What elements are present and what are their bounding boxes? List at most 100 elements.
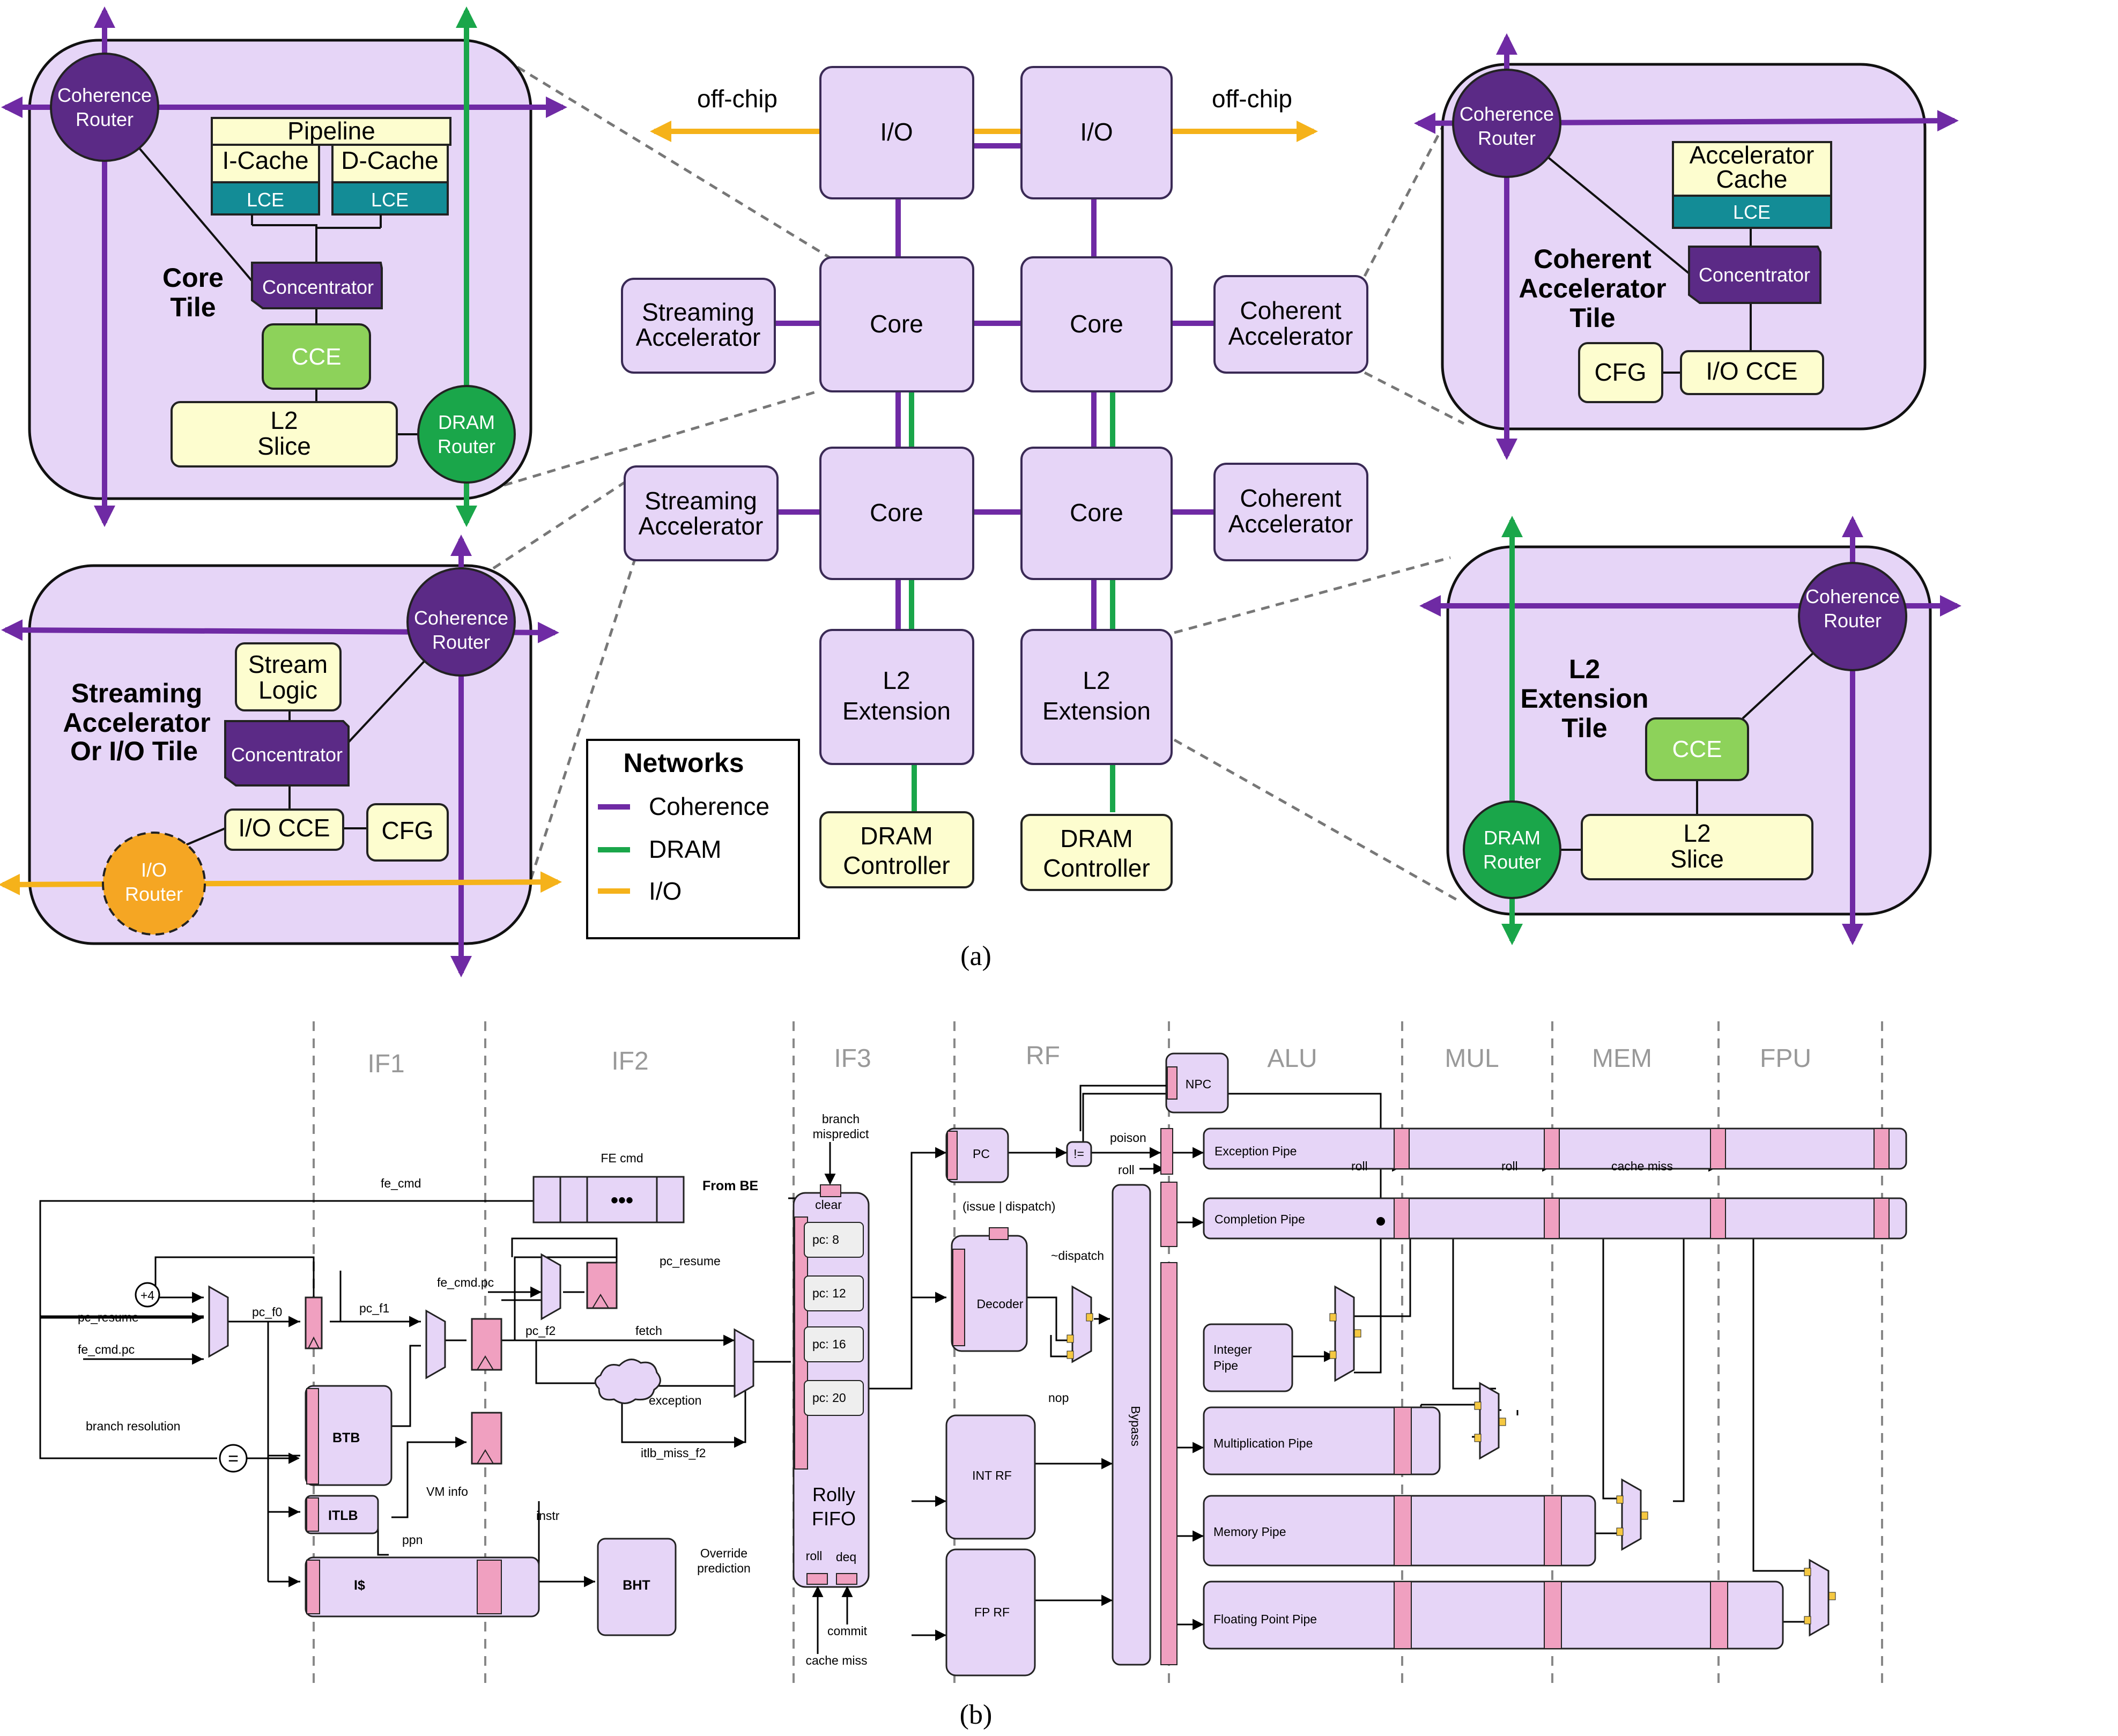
override-label: Override (700, 1546, 747, 1560)
stage-title: RF (1026, 1042, 1060, 1070)
fifo-entry: pc: 16 (812, 1337, 846, 1351)
stage-title: MUL (1445, 1044, 1499, 1073)
stage-title: IF1 (367, 1050, 404, 1078)
accel-cache-label: Cache (1716, 165, 1788, 193)
streaming-accel-label: Streaming (642, 298, 754, 326)
dcache-label: D-Cache (341, 146, 439, 174)
cce-label: CCE (1672, 736, 1722, 762)
io-block-right (1020, 66, 1173, 199)
core-label: Core (1070, 310, 1123, 338)
tile-title: Tile (170, 292, 216, 322)
deq-label: deq (836, 1550, 856, 1564)
io-label: I/O (880, 118, 913, 146)
dram-router-label: Router (438, 435, 495, 457)
io-router-label: Router (125, 883, 183, 905)
completion-pipe-label: Completion Pipe (1214, 1212, 1305, 1226)
integer-pipe-label: Pipe (1213, 1359, 1238, 1373)
concentrator-label: Concentrator (262, 276, 374, 298)
decoder-label: Decoder (977, 1297, 1024, 1311)
l2-extension-block (819, 629, 974, 765)
stream-logic-label: Logic (258, 676, 317, 704)
l2-ext-label: L2 (883, 666, 910, 694)
coherent-accel-block (1213, 275, 1368, 374)
coherent-accelerator-tile: Coherence Router Accelerator Cache LCE C… (1414, 33, 1959, 460)
legend-item: DRAM (649, 835, 721, 863)
tile-title: Tile (1569, 303, 1615, 333)
dram-ctrl-label: Controller (843, 851, 950, 879)
core-block (819, 447, 974, 580)
cfg-label: CFG (1594, 358, 1646, 386)
itlb-miss-label: itlb_miss_f2 (641, 1446, 706, 1460)
lce-label: LCE (247, 189, 284, 211)
coherent-accel-label: Coherent (1240, 484, 1341, 512)
fifo-entry: pc: 8 (812, 1233, 839, 1247)
fe-cmd-label: FE cmd (601, 1151, 643, 1165)
core-block (819, 256, 974, 392)
from-be-label: From BE (702, 1178, 758, 1193)
if2-logic: fe_cmd.pc pc_resume pc_f2 fetch exceptio… (437, 1237, 754, 1636)
legend-item: I/O (649, 877, 682, 905)
streaming-accel-label: Streaming (645, 487, 757, 515)
stage-title: MEM (1592, 1044, 1652, 1073)
tile-title: Tile (1561, 713, 1607, 743)
concentrator-label: Concentrator (231, 744, 343, 766)
center-blocks: off-chip off-chip I/O I/O Core Core Core… (621, 66, 1368, 891)
pc-label: PC (973, 1147, 990, 1161)
branch-mispredict-label: branch (822, 1112, 860, 1126)
tile-title: Extension (1521, 684, 1649, 714)
cache-miss-label: cache miss (805, 1653, 867, 1667)
bht-label: BHT (623, 1578, 650, 1593)
coherent-accel-label: Accelerator (1228, 510, 1353, 538)
io-label: I/O (1080, 118, 1113, 146)
fe-cmd-pc-label: fe_cmd.pc (78, 1342, 135, 1356)
pc-f1-label: pc_f1 (359, 1301, 389, 1315)
pc-resume-label: pc_resume (78, 1310, 139, 1324)
bypass-label: Bypass (1129, 1406, 1143, 1446)
streaming-accel-block (621, 278, 776, 374)
tile-title: Or I/O Tile (70, 736, 198, 766)
pipeline-label: Pipeline (287, 117, 375, 145)
router-label: Coherence (414, 607, 508, 629)
accel-cache-label: Accelerator (1690, 141, 1815, 169)
l2-slice-label: Slice (1670, 845, 1724, 873)
fetch-label: fetch (635, 1324, 662, 1338)
router-label: Coherence (1460, 103, 1554, 125)
dram-router-label: DRAM (1484, 827, 1541, 849)
router-label: Coherence (57, 84, 152, 106)
fifo-entry: pc: 12 (812, 1286, 846, 1300)
legend-item: Coherence (649, 792, 769, 820)
rolly-fifo: branch mispredict clear pc: 8 pc: 12 pc:… (793, 1112, 870, 1667)
caption-b: (b) (960, 1700, 993, 1730)
router-label: Router (76, 108, 134, 130)
stage-title: IF3 (834, 1044, 871, 1073)
override-label: prediction (697, 1561, 751, 1575)
stage-title: ALU (1267, 1044, 1317, 1073)
integer-pipe-label: Integer (1213, 1342, 1252, 1356)
branch-resolution-label: branch resolution (86, 1419, 180, 1433)
stream-logic-label: Stream (248, 650, 328, 678)
tile-title: Core (162, 263, 224, 293)
tile-title: Streaming (71, 678, 203, 708)
io-cce-label: I/O CCE (1706, 357, 1797, 385)
coherent-accel-block (1213, 463, 1368, 561)
dram-controller-block (819, 811, 974, 888)
plus4-label: +4 (140, 1288, 154, 1302)
dram-controller-block (1020, 814, 1173, 891)
legend-title: Networks (623, 748, 744, 778)
npc-block: NPC (1079, 1052, 1229, 1131)
rf-stage: PC != poison roll (issue | dispatch) Dec… (945, 1127, 1178, 1676)
cce-label: CCE (292, 344, 342, 370)
int-rf-label: INT RF (972, 1468, 1012, 1482)
l2-ext-label: Extension (1042, 697, 1151, 725)
l2-slice-label: L2 (270, 406, 298, 434)
pc-f0-label: pc_f0 (252, 1305, 282, 1319)
cfg-label: CFG (381, 817, 433, 844)
tile-title: Accelerator (63, 708, 210, 738)
roll-label: roll (1501, 1159, 1518, 1173)
neq-label: != (1073, 1147, 1084, 1161)
lce-label: LCE (1733, 201, 1771, 223)
coherent-accel-label: Accelerator (1228, 322, 1353, 350)
io-cce-label: I/O CCE (238, 814, 330, 842)
core-label: Core (870, 499, 923, 526)
